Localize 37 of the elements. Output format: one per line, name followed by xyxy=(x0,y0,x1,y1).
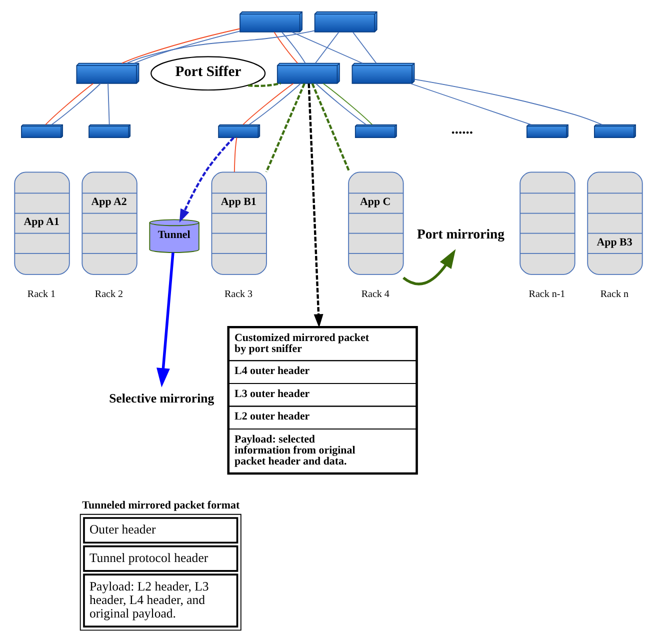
arrow xyxy=(179,136,234,223)
connector xyxy=(248,82,281,87)
connector xyxy=(51,83,101,126)
connector xyxy=(281,32,306,64)
node-box: Outer header Tunnel protocol header Payload: L2 header, L3 header, L4 header, and original payload. xyxy=(80,514,242,631)
arrow xyxy=(156,252,174,388)
connector xyxy=(410,83,532,126)
arrow xyxy=(402,249,456,286)
connector xyxy=(265,83,306,172)
connector xyxy=(134,30,240,64)
connector xyxy=(311,83,350,172)
connector xyxy=(314,32,340,64)
connector xyxy=(234,137,238,172)
node-label: Rack 3 xyxy=(224,289,253,300)
node-text: Selective mirroring xyxy=(109,391,214,406)
node-text: Port mirroring xyxy=(417,226,504,242)
node-label: Rack 2 xyxy=(94,289,124,300)
connector xyxy=(414,78,603,126)
node-label: Tunneled mirrored packet format xyxy=(82,500,240,512)
node-label: Rack n xyxy=(600,289,628,300)
connector xyxy=(274,32,298,64)
connector xyxy=(242,83,294,126)
node-label: Rack 4 xyxy=(361,289,390,300)
connector xyxy=(126,30,315,64)
connector xyxy=(315,83,367,126)
connector xyxy=(291,32,363,64)
node-label: Rack 1 xyxy=(27,289,56,300)
connector xyxy=(352,32,377,64)
connector xyxy=(248,83,302,126)
connector xyxy=(322,83,373,126)
label: ...... xyxy=(451,122,474,138)
connector xyxy=(108,83,110,126)
connector xyxy=(121,28,240,64)
arrow xyxy=(308,84,324,328)
node-ellipse: Port Siffer xyxy=(150,56,266,91)
connector xyxy=(45,83,94,126)
node-label: Rack n-1 xyxy=(528,289,566,300)
